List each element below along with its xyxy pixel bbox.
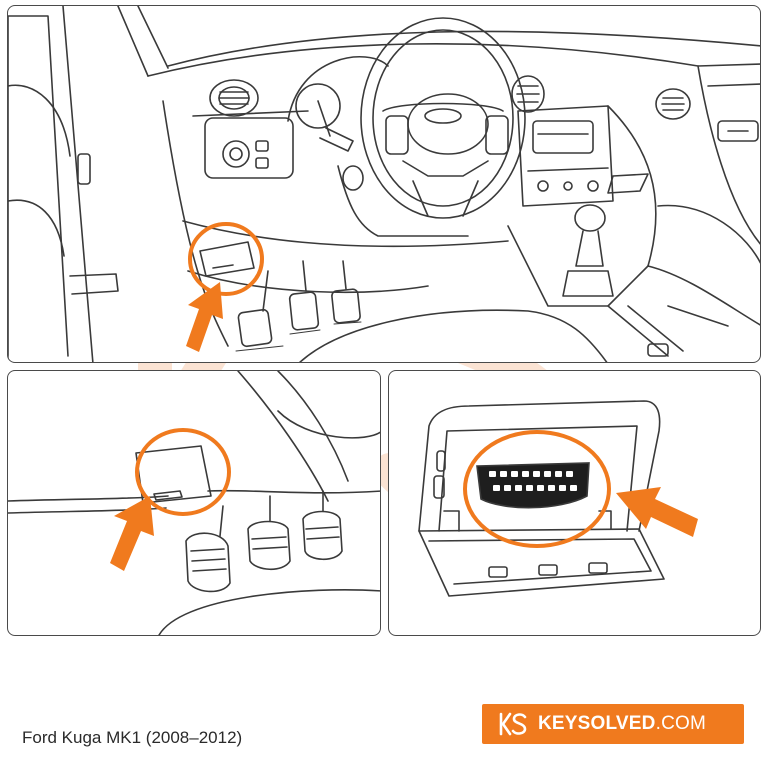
open-cover-illustration	[418, 400, 698, 597]
highlight-circle-icon	[188, 222, 264, 296]
caption: Ford Kuga MK1 (2008–2012)	[22, 728, 243, 747]
keysolved-logo-icon	[499, 712, 527, 736]
brand-name: KEYSOLVED.COM	[538, 713, 706, 735]
orange-arrow-icon	[616, 487, 698, 537]
orange-arrow-icon	[110, 496, 154, 571]
closeup-panel	[7, 370, 381, 636]
pedal-area-illustration	[8, 371, 380, 635]
brand-name-bold: KEYSOLVED	[538, 713, 656, 734]
highlight-circle-icon	[135, 428, 231, 516]
highlight-circle-icon	[463, 430, 611, 548]
brand-name-domain: .COM	[655, 713, 706, 734]
obd-port-icon	[476, 462, 590, 509]
port-panel	[388, 370, 761, 636]
dashboard-illustration	[8, 6, 760, 362]
brand-banner[interactable]: KEYSOLVED.COM	[482, 704, 744, 744]
overview-panel	[7, 5, 761, 363]
orange-arrow-icon	[186, 282, 223, 352]
